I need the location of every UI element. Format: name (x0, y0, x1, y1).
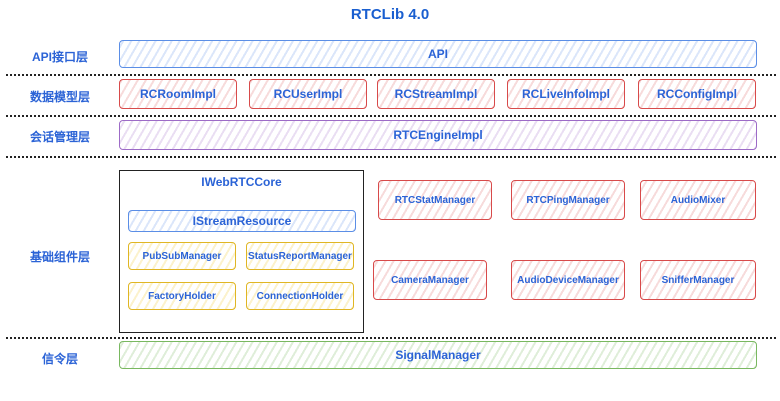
data-model-box-liveinfo: RCLiveInfoImpl (507, 79, 625, 109)
data-model-box-config: RCConfigImpl (638, 79, 756, 109)
diagram-title: RTCLib 4.0 (350, 6, 430, 23)
layer-divider (6, 156, 776, 158)
data-model-box-label: RCStreamImpl (394, 87, 478, 101)
core-item-box: ConnectionHolder (246, 282, 354, 310)
rtc-engine-box: RTCEngineImpl (119, 120, 757, 150)
manager-box-label: AudioMixer (670, 194, 726, 206)
manager-box: AudioDeviceManager (511, 260, 625, 300)
layer-divider (6, 115, 776, 117)
manager-box: AudioMixer (640, 180, 756, 220)
data-model-box-label: RCConfigImpl (657, 87, 737, 101)
layer-label-signal: 信令层 (41, 352, 78, 366)
data-model-box-label: RCUserImpl (273, 87, 343, 101)
signal-manager-box-label: SignalManager (395, 348, 481, 362)
core-item-label: FactoryHolder (148, 290, 216, 302)
stream-resource-box: IStreamResource (128, 210, 356, 232)
core-item-label: StatusReportManager (248, 250, 352, 262)
signal-manager-box: SignalManager (119, 341, 757, 369)
api-box-label: API (427, 47, 448, 61)
manager-box-label: RTCPingManager (526, 194, 610, 206)
data-model-box-stream: RCStreamImpl (377, 79, 495, 109)
data-model-box-room: RCRoomImpl (119, 79, 237, 109)
stream-resource-box-label: IStreamResource (192, 214, 292, 228)
manager-box-label: AudioDeviceManager (517, 274, 619, 286)
manager-box-label: CameraManager (391, 274, 469, 286)
webrtc-core-container: IWebRTCCore (119, 170, 364, 333)
layer-label-api: API接口层 (31, 50, 88, 64)
core-item-label: ConnectionHolder (256, 290, 344, 302)
manager-box: RTCStatManager (378, 180, 492, 220)
data-model-box-label: RCRoomImpl (140, 87, 216, 101)
layer-label-session: 会话管理层 (29, 130, 90, 144)
layer-label-data-model: 数据模型层 (29, 90, 90, 104)
core-item-label: PubSubManager (142, 250, 222, 262)
manager-box-label: SnifferManager (661, 274, 735, 286)
layer-divider (6, 337, 776, 339)
core-item-box: FactoryHolder (128, 282, 236, 310)
manager-box: SnifferManager (640, 260, 756, 300)
webrtc-core-title: IWebRTCCore (201, 175, 282, 189)
core-item-box: PubSubManager (128, 242, 236, 270)
api-box: API (119, 40, 757, 68)
manager-box: CameraManager (373, 260, 487, 300)
layer-divider (6, 74, 776, 76)
layer-label-base: 基础组件层 (29, 250, 90, 264)
data-model-box-user: RCUserImpl (249, 79, 367, 109)
rtc-engine-box-label: RTCEngineImpl (393, 128, 483, 142)
core-item-box: StatusReportManager (246, 242, 354, 270)
manager-box: RTCPingManager (511, 180, 625, 220)
data-model-box-label: RCLiveInfoImpl (521, 87, 610, 101)
manager-box-label: RTCStatManager (394, 194, 476, 206)
